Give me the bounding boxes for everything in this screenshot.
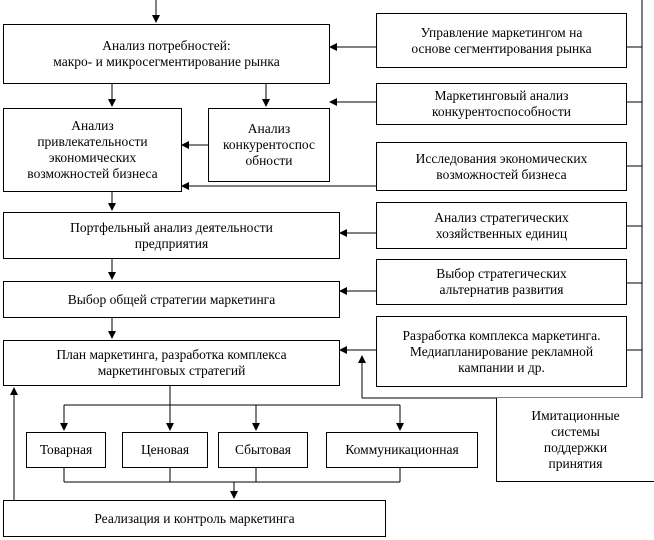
- box-communication: Коммуникационная: [326, 432, 478, 468]
- box-portfolio: Портфельный анализ деятельности предприя…: [3, 212, 340, 259]
- box-product: Товарная: [26, 432, 106, 468]
- box-marketing-plan: План маркетинга, разработка комплекса ма…: [3, 340, 340, 386]
- box-sales: Сбытовая: [218, 432, 308, 468]
- box-econ-research: Исследования экономических возможностей …: [376, 142, 627, 191]
- box-general-strategy: Выбор общей стратегии маркетинга: [3, 281, 340, 318]
- box-mix-development: Разработка комплекса маркетинга. Медиапл…: [376, 316, 627, 387]
- box-competitive-analysis: Маркетинговый анализ конкурентоспособнос…: [376, 83, 627, 125]
- box-price: Ценовая: [122, 432, 208, 468]
- box-sbu-analysis: Анализ стратегических хозяйственных един…: [376, 202, 627, 249]
- box-segment-management: Управление маркетингом на основе сегмент…: [376, 13, 627, 68]
- box-attractiveness: Анализ привлекательности экономических в…: [3, 108, 182, 192]
- box-implementation: Реализация и контроль маркетинга: [3, 500, 386, 537]
- box-alternatives: Выбор стратегических альтернатив развити…: [376, 259, 627, 305]
- box-simulation-systems: Имитационные системы поддержки принятия: [496, 398, 654, 482]
- box-needs-analysis: Анализ потребностей: макро- и микросегме…: [3, 24, 330, 84]
- box-competitiveness: Анализ конкурентоспос обности: [208, 108, 330, 182]
